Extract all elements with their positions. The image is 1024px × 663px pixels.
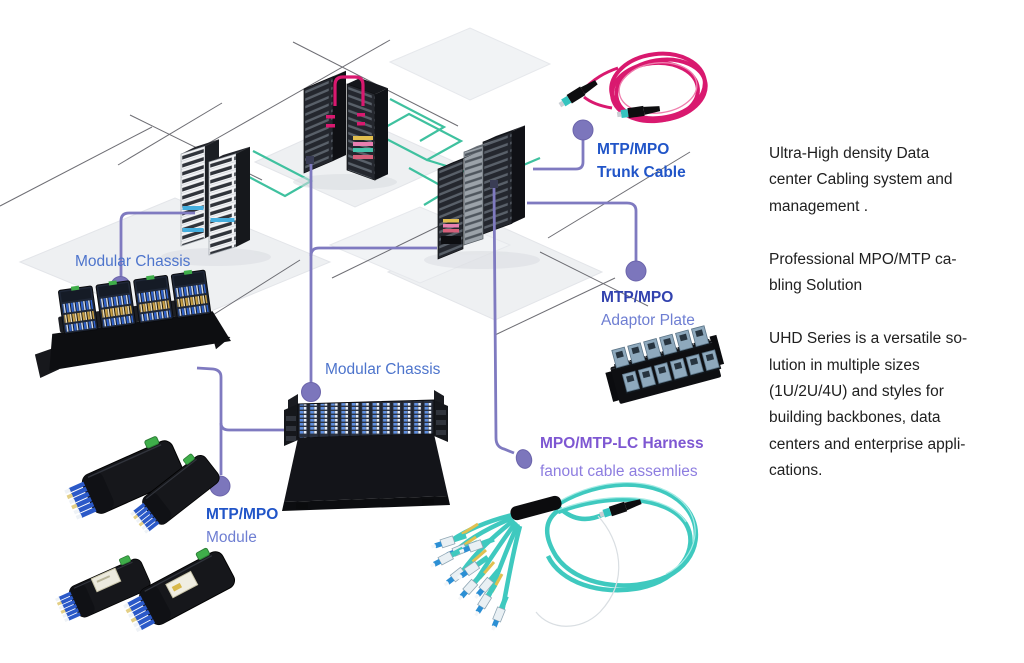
description-paragraph-1: Ultra-High density Data center Cabling s… bbox=[769, 141, 1004, 220]
description-line: UHD Series is a versatile so- bbox=[769, 330, 968, 348]
label-harness-line2: fanout cable assemlies bbox=[540, 463, 698, 480]
module-label-sticker bbox=[165, 570, 199, 599]
description-panel: Ultra-High density Data center Cabling s… bbox=[769, 141, 1004, 511]
label-adaptor-plate: MTP/MPO Adaptor Plate bbox=[601, 286, 695, 332]
server-rack-group-center bbox=[303, 70, 388, 181]
label-modular-chassis-left: Modular Chassis bbox=[75, 253, 191, 270]
description-line: centers and enterprise appli- bbox=[769, 435, 966, 453]
description-line: cations. bbox=[769, 461, 823, 479]
label-module: MTP/MPO Module bbox=[206, 503, 278, 549]
description-line: lution in multiple sizes bbox=[769, 356, 920, 374]
description-line: Professional MPO/MTP ca- bbox=[769, 250, 957, 268]
mpo-lc-harness-image bbox=[428, 482, 699, 633]
modular-chassis-4u-image bbox=[282, 390, 450, 511]
label-trunk-cable: MTP/MPO Trunk Cable bbox=[597, 138, 686, 184]
mpo-trunk-cable-image bbox=[557, 51, 708, 124]
modular-chassis-1u-image bbox=[34, 269, 231, 378]
label-trunk-cable-line1: MTP/MPO bbox=[597, 141, 670, 158]
label-modular-chassis-center: Modular Chassis bbox=[325, 361, 441, 378]
patch-color-stripes bbox=[353, 136, 373, 159]
patch-color-stripes bbox=[441, 219, 461, 244]
description-line: building backbones, data bbox=[769, 409, 941, 427]
mtp-mpo-modules-image bbox=[50, 430, 239, 637]
description-line: center Cabling system and bbox=[769, 171, 953, 189]
description-paragraph-3: UHD Series is a versatile so- lution in … bbox=[769, 326, 1004, 484]
label-trunk-cable-line2: Trunk Cable bbox=[597, 164, 686, 181]
server-rack-group-left bbox=[180, 139, 250, 256]
description-line: Ultra-High density Data bbox=[769, 145, 930, 162]
label-module-line2: Module bbox=[206, 529, 257, 546]
label-harness-line1: MPO/MTP-LC Harness bbox=[540, 435, 704, 452]
label-harness: MPO/MTP-LC Harness fanout cable assemlie… bbox=[540, 430, 704, 486]
description-paragraph-2: Professional MPO/MTP ca- bling Solution bbox=[769, 247, 1004, 300]
magenta-jumper bbox=[326, 75, 365, 128]
label-module-line1: MTP/MPO bbox=[206, 506, 279, 523]
harness-furcation bbox=[510, 495, 562, 521]
module-label-sticker bbox=[90, 567, 122, 593]
description-line: (1U/2U/4U) and styles for bbox=[769, 383, 944, 401]
description-line: management . bbox=[769, 197, 869, 215]
label-adaptor-plate-line2: Adaptor Plate bbox=[601, 312, 695, 329]
server-rack-group-right bbox=[437, 125, 525, 260]
description-line: bling Solution bbox=[769, 277, 863, 295]
label-adaptor-plate-line1: MTP/MPO bbox=[601, 289, 674, 306]
mtp-mpo-adaptor-plate-image bbox=[605, 324, 725, 404]
